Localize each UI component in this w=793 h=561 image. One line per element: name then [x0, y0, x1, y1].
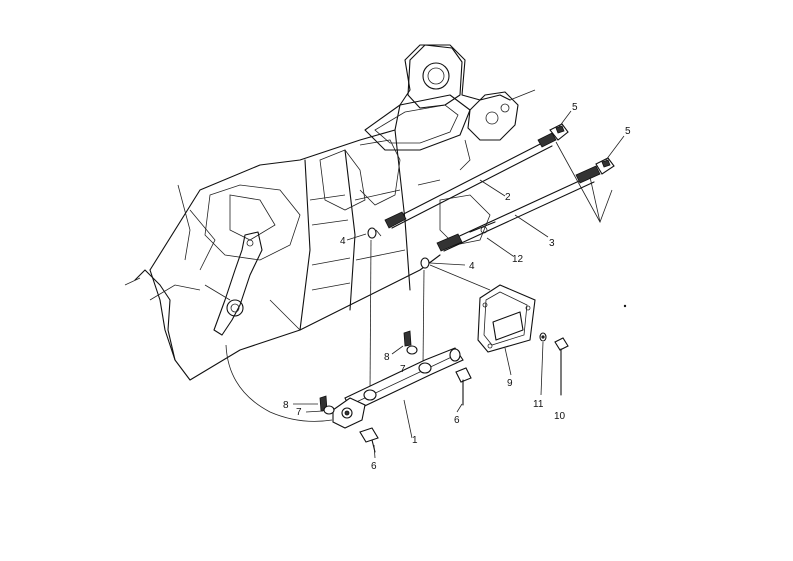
callout-labels: 1 2 3 4 4 5 5 6 6 7 7 8 8 9 10 11 12 — [283, 102, 631, 472]
label-1: 1 — [412, 435, 418, 446]
label-8-upper: 8 — [384, 352, 390, 363]
fitting-5-right — [595, 157, 615, 175]
label-8-left: 8 — [283, 400, 289, 411]
bolt-10 — [554, 337, 569, 396]
label-10: 10 — [554, 411, 566, 422]
rod-2 — [384, 132, 557, 229]
bolt-6-lower — [359, 427, 379, 453]
leader-lines — [346, 110, 625, 459]
fitting-5-left — [549, 123, 569, 141]
label-2: 2 — [505, 192, 511, 203]
label-9: 9 — [507, 378, 513, 389]
cover-plate-9 — [477, 284, 536, 353]
guide-curve-arm — [225, 344, 333, 422]
rod-3 — [436, 165, 601, 252]
label-3: 3 — [549, 238, 555, 249]
guide-line-right — [422, 269, 425, 366]
label-4-upper: 4 — [340, 236, 346, 247]
pin-8-upper — [391, 330, 412, 355]
label-5-right: 5 — [625, 126, 631, 137]
rod-12 — [469, 221, 496, 234]
label-5-left: 5 — [572, 102, 578, 113]
washer-11 — [539, 332, 547, 342]
label-7-upper: 7 — [400, 364, 406, 375]
cross-shaft-1 — [332, 347, 464, 429]
guide-line-left — [369, 239, 372, 393]
label-7-left: 7 — [296, 407, 302, 418]
washer-4-lower — [420, 257, 430, 269]
transmission-housing — [124, 44, 536, 381]
washer-7-upper — [406, 345, 418, 355]
label-11: 11 — [533, 399, 544, 410]
label-6-right: 6 — [454, 415, 460, 426]
label-6-lower: 6 — [371, 461, 377, 472]
washer-4-upper — [367, 227, 382, 239]
stray-dot — [623, 304, 627, 308]
washer-7-left — [305, 405, 335, 415]
bolt-6-right — [455, 367, 472, 406]
label-4-lower: 4 — [469, 261, 475, 272]
label-12: 12 — [512, 254, 524, 265]
guide-line-cover — [429, 264, 491, 291]
